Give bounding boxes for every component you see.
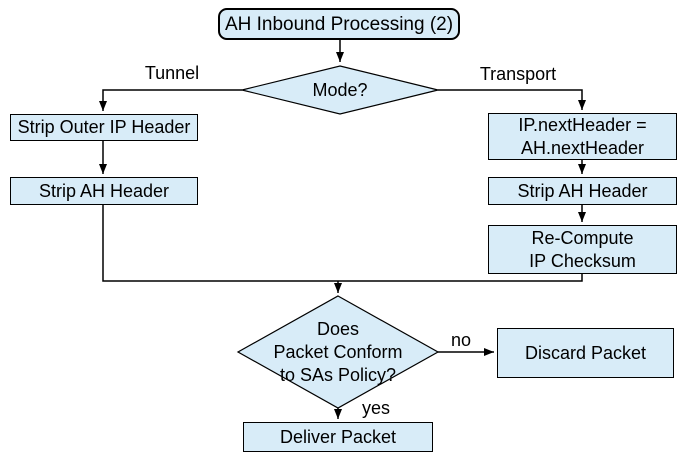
node-recompute-checksum-line2: IP Checksum [529, 250, 636, 271]
edge-label-no: no [450, 330, 472, 350]
edge-label-tunnel: Tunnel [144, 63, 200, 83]
node-strip-outer-ip-header-label: Strip Outer IP Header [17, 117, 191, 137]
node-strip-ah-header-transport-label: Strip AH Header [517, 180, 648, 201]
edge-tunnel-merge [102, 205, 338, 282]
node-set-next-header-line1: IP.nextHeader = [518, 114, 647, 135]
edge-label-transport: Transport [479, 64, 557, 84]
node-discard-packet-label: Discard Packet [524, 342, 647, 363]
decision-mode-shape [241, 65, 439, 115]
node-strip-ah-header-tunnel-label: Strip AH Header [38, 180, 170, 201]
edge-label-yes: yes [361, 398, 390, 418]
node-recompute-checksum-line1: Re-Compute [531, 227, 634, 248]
decision-policy-shape [236, 295, 440, 409]
node-discard-packet: Discard Packet [497, 328, 674, 378]
node-strip-outer-ip-header: Strip Outer IP Header [10, 114, 198, 141]
node-deliver-packet-label: Deliver Packet [279, 426, 397, 447]
node-set-next-header: IP.nextHeader = AH.nextHeader [488, 113, 677, 160]
edge-transport-merge [338, 274, 583, 282]
edge-mode-transport [438, 89, 586, 110]
node-deliver-packet: Deliver Packet [243, 422, 433, 452]
node-strip-ah-header-transport: Strip AH Header [488, 177, 677, 205]
node-recompute-checksum: Re-Compute IP Checksum [488, 225, 677, 274]
node-strip-ah-header-tunnel: Strip AH Header [10, 177, 198, 205]
node-start-label: AH Inbound Processing (2) [224, 13, 454, 35]
node-set-next-header-line2: AH.nextHeader [520, 137, 645, 158]
node-start: AH Inbound Processing (2) [218, 8, 460, 40]
edge-mode-tunnel [99, 89, 242, 111]
